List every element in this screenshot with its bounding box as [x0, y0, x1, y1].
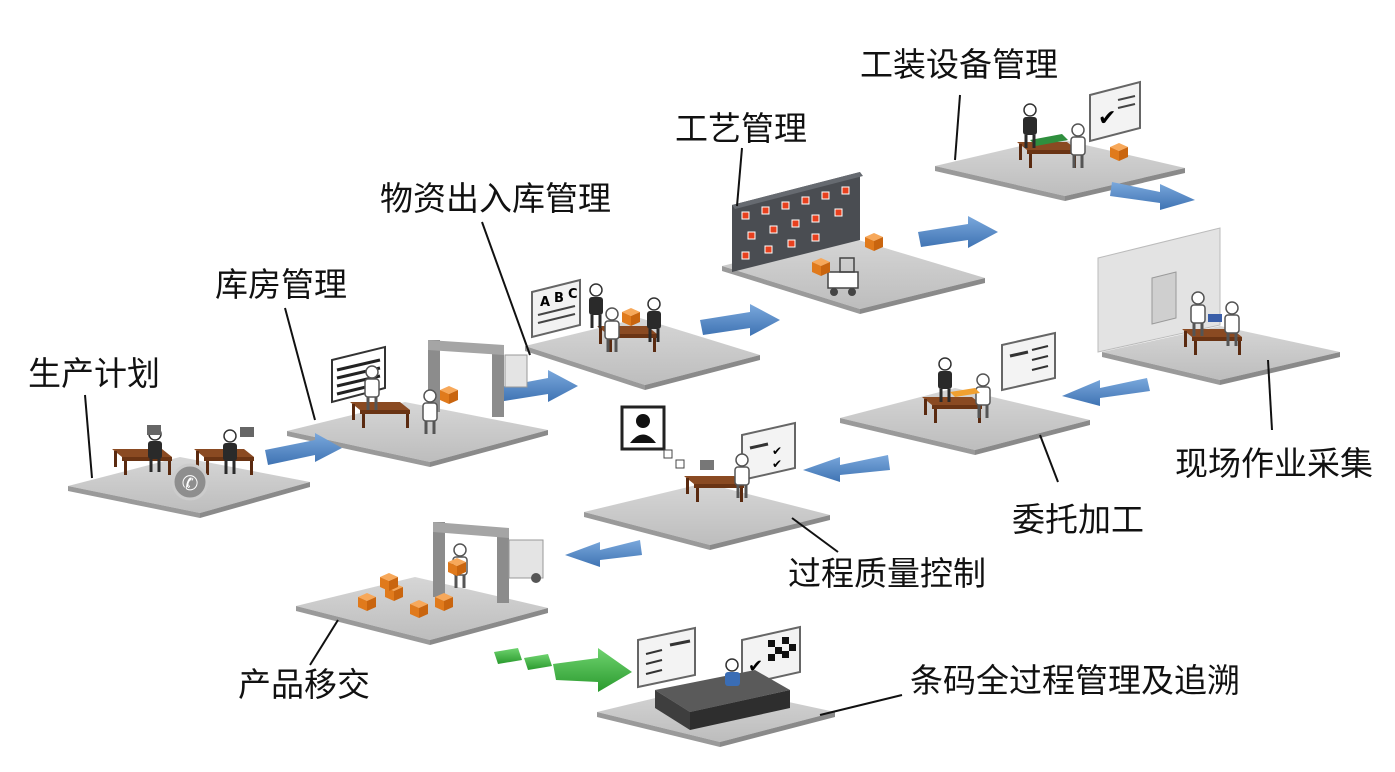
abc-board: A B C — [531, 278, 581, 339]
barcode-grid-board: ✔ — [741, 625, 801, 687]
dispatch-gate — [433, 522, 544, 603]
label-handover: 产品移交 — [238, 665, 370, 704]
flow-arrow-3 — [700, 304, 780, 336]
forklift-icon — [827, 257, 859, 296]
clerk-figure — [725, 658, 740, 686]
service-counter — [655, 670, 790, 730]
label-quality: 过程质量控制 — [788, 554, 986, 593]
station-production-plan: ✆ — [112, 425, 254, 501]
leader-warehouse — [284, 307, 316, 421]
station-material: A B C — [531, 278, 663, 354]
svg-text:C: C — [568, 287, 578, 302]
svg-text:✆: ✆ — [182, 471, 199, 495]
leader-quality — [791, 517, 839, 553]
station-field — [1097, 227, 1242, 355]
leader-material — [481, 221, 531, 356]
svg-text:✔: ✔ — [772, 444, 782, 458]
label-outsourcing: 委托加工 — [1012, 500, 1144, 539]
platform-warehouse — [287, 402, 548, 467]
station-tooling: ✔ — [1017, 80, 1141, 170]
label-production-plan: 生产计划 — [28, 354, 160, 393]
checklist-board: ✔ — [1089, 80, 1141, 143]
platform-material — [525, 318, 760, 390]
phone-icon: ✆ — [171, 463, 209, 501]
leader-production-plan — [84, 394, 93, 479]
label-warehouse: 库房管理 — [215, 265, 347, 304]
station-warehouse — [331, 340, 528, 436]
station-process — [732, 172, 883, 296]
leader-tooling — [954, 94, 961, 161]
review-board: ✔ ✔ — [741, 421, 796, 482]
user-icon — [620, 405, 685, 469]
station-handover — [358, 522, 544, 618]
leader-outsourcing — [1039, 434, 1059, 483]
flow-arrow-6 — [1062, 378, 1150, 406]
loading-gate — [428, 340, 528, 417]
leader-field — [1267, 359, 1273, 431]
station-outsourcing — [922, 331, 1056, 423]
label-process: 工艺管理 — [675, 109, 807, 148]
station-barcode: ✔ — [637, 625, 801, 730]
label-field: 现场作业采集 — [1175, 444, 1373, 483]
flow-arrow-4 — [918, 216, 998, 248]
workshop-wall — [1097, 227, 1221, 353]
list-board — [637, 626, 696, 689]
svg-text:✔: ✔ — [1098, 106, 1116, 131]
svg-text:B: B — [554, 291, 564, 306]
label-material: 物资出入库管理 — [380, 179, 611, 218]
platform-field — [1102, 326, 1340, 385]
platform-quality — [584, 483, 830, 550]
flow-arrow-1 — [265, 433, 342, 465]
barcode-arrow — [494, 648, 632, 692]
label-tooling: 工装设备管理 — [860, 45, 1058, 84]
flow-arrow-7 — [803, 455, 890, 482]
task-board — [1001, 331, 1056, 392]
leader-handover — [309, 619, 339, 666]
storage-rack — [732, 172, 863, 272]
leader-process — [736, 147, 743, 207]
leader-barcode — [819, 694, 903, 716]
label-barcode: 条码全过程管理及追溯 — [910, 661, 1240, 700]
flow-arrow-8 — [565, 540, 642, 567]
flow-arrow-5 — [1110, 182, 1195, 210]
station-quality: ✔ ✔ — [620, 405, 796, 502]
svg-text:A: A — [540, 295, 550, 310]
platform-tooling — [935, 138, 1185, 201]
platform-outsourcing — [840, 388, 1090, 455]
flow-arrow-2 — [495, 370, 578, 402]
svg-text:✔: ✔ — [772, 457, 782, 471]
